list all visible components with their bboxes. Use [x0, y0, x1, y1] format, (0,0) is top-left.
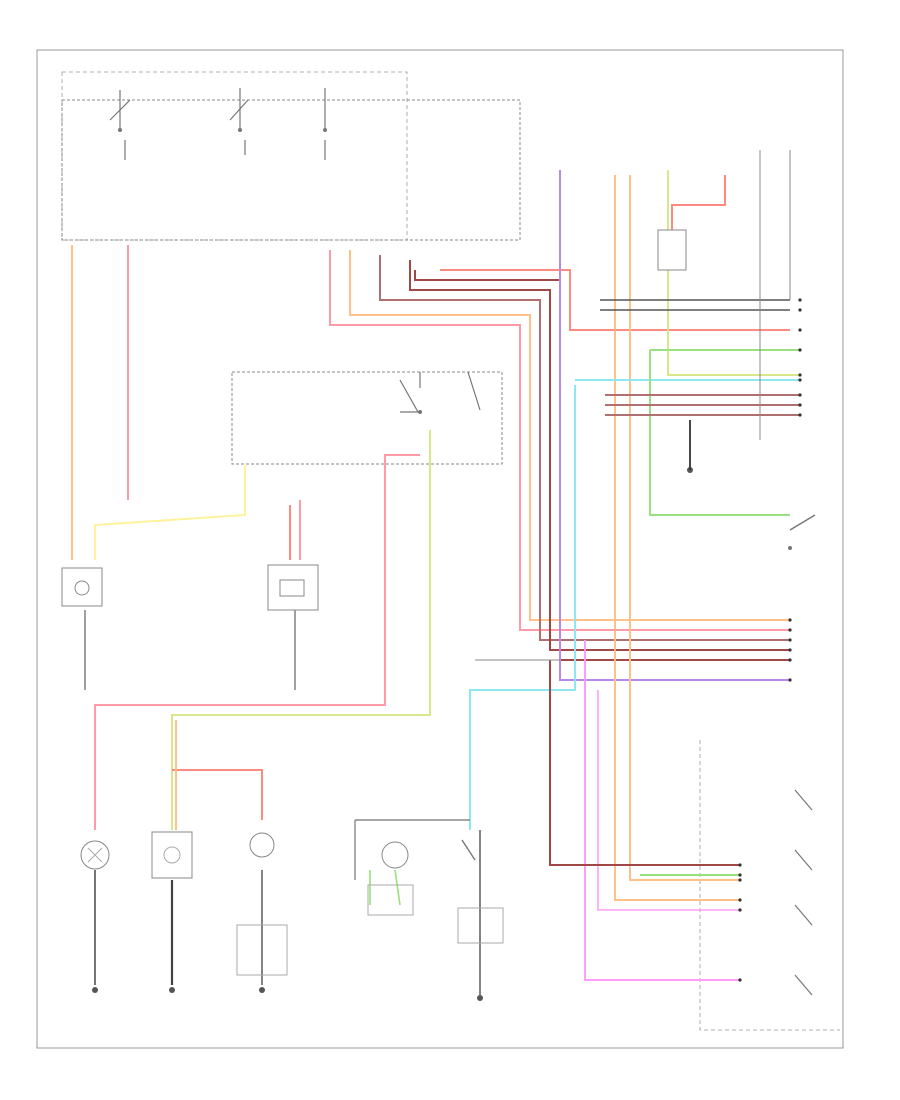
wire-green-fog-lamp [369, 869, 401, 906]
instrument-cluster-box [699, 740, 840, 1031]
wire-salmon-harness [440, 269, 790, 331]
wire-orange-tr2 [629, 175, 740, 881]
high-beam-switch [788, 514, 816, 550]
right-park-lamp [151, 831, 193, 879]
wire-violet [559, 170, 790, 681]
connector-cluster [738, 863, 742, 982]
wire-red-tr [671, 175, 726, 240]
connector-right-upper [798, 298, 802, 417]
relay-upper-right [657, 229, 687, 271]
headlamp-switch-box [61, 71, 521, 241]
wire-yellowgreen-tr [667, 170, 800, 376]
dimmer-relay-box [231, 371, 503, 465]
right-headlight [267, 564, 319, 611]
wire-black-tr [600, 299, 790, 311]
wire-brown-bundle [605, 394, 800, 416]
ground-symbols [92, 467, 693, 1001]
wire-yellowgreen-park [171, 430, 431, 830]
wire-brown-harness [379, 255, 790, 641]
connector-right-middle [788, 618, 792, 682]
wire-magenta [584, 640, 740, 981]
fog-lamp [367, 841, 414, 916]
wire-orange-harness [349, 250, 790, 621]
wire-gray-right-vertical [759, 150, 791, 440]
wire-darkred-harness-2 [414, 270, 790, 661]
wire-pink-harness [329, 250, 790, 631]
wire-pink-park-left [94, 454, 420, 830]
diagram-border [36, 49, 844, 1049]
wire-magenta-2 [597, 690, 740, 911]
wire-darkred-harness [409, 260, 790, 651]
wire-cyan-lower [469, 385, 576, 830]
side-marker-lamp [236, 832, 288, 976]
fog-switch [457, 839, 504, 944]
left-park-lamp [80, 840, 110, 870]
wire-orange-tr1 [614, 175, 740, 901]
wire-darkred-cluster [549, 660, 740, 866]
wire-yellow-headlight [94, 465, 246, 560]
wire-red-park [172, 769, 263, 820]
left-headlight [61, 567, 103, 607]
wire-gray-bridge [354, 819, 470, 880]
